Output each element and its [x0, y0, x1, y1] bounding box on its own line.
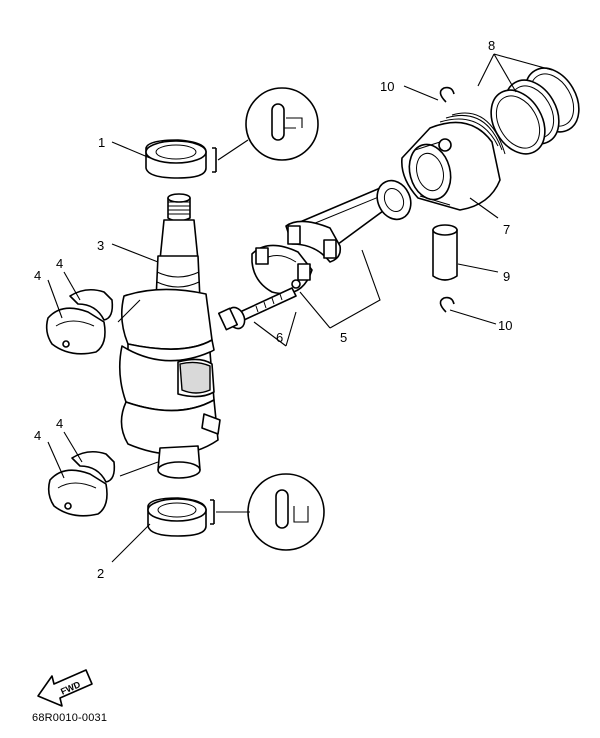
callout-8: 8 — [488, 38, 495, 53]
callout-4-inner-upper: 4 — [56, 256, 63, 271]
callout-7: 7 — [503, 222, 510, 237]
seal-detail-circle-lower — [210, 473, 325, 551]
piston-rings — [490, 67, 580, 155]
leader-lines — [47, 53, 553, 563]
seal-detail-circle-upper — [212, 87, 319, 173]
rod-bolt — [217, 287, 297, 331]
callout-6: 6 — [276, 330, 283, 345]
callout-1: 1 — [98, 135, 105, 150]
oil-seal-lower — [147, 497, 207, 537]
main-bearing-lower — [47, 450, 116, 517]
callout-10-lower: 10 — [498, 318, 512, 333]
forward-arrow: FWD — [37, 669, 93, 707]
callout-3: 3 — [97, 238, 104, 253]
callout-4-inner-lower: 4 — [56, 416, 63, 431]
oil-seal-upper — [145, 139, 207, 179]
connecting-rod — [251, 179, 412, 295]
callout-2: 2 — [97, 566, 104, 581]
circlip-lower — [439, 296, 455, 313]
diagram-code: 68R0010-0031 — [32, 712, 108, 724]
main-bearing-upper — [45, 288, 114, 355]
callout-10-upper: 10 — [380, 79, 394, 94]
callout-5: 5 — [340, 330, 347, 345]
circlip-upper — [439, 86, 455, 103]
crankshaft — [118, 193, 221, 479]
callout-numbers: 1 2 3 4 4 4 4 5 6 7 8 9 10 10 — [34, 38, 512, 581]
callout-4-outer-lower: 4 — [34, 428, 41, 443]
callout-9: 9 — [503, 269, 510, 284]
callout-4-outer-upper: 4 — [34, 268, 41, 283]
piston — [401, 112, 506, 211]
piston-pin — [432, 224, 458, 281]
